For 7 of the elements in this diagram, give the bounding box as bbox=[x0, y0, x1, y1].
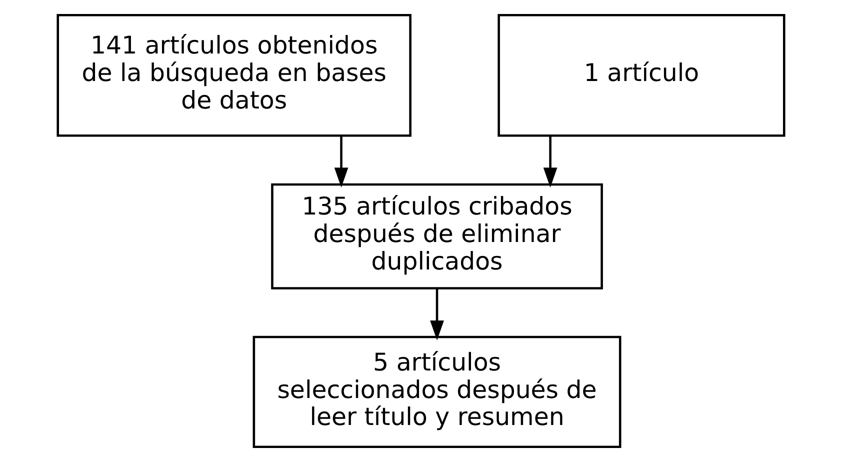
node-box: 141 artículos obtenidos de la búsqueda en bases de datos bbox=[56, 13, 412, 136]
arrow bbox=[334, 135, 348, 188]
node-box: 135 artículos cribados después de eliminar duplicados bbox=[271, 182, 603, 289]
arrow bbox=[430, 288, 444, 340]
node-box: 1 artículo bbox=[498, 13, 786, 136]
node-box: 5 artículos seleccionados después de leer título y resumen bbox=[252, 335, 622, 448]
arrow bbox=[543, 135, 558, 188]
